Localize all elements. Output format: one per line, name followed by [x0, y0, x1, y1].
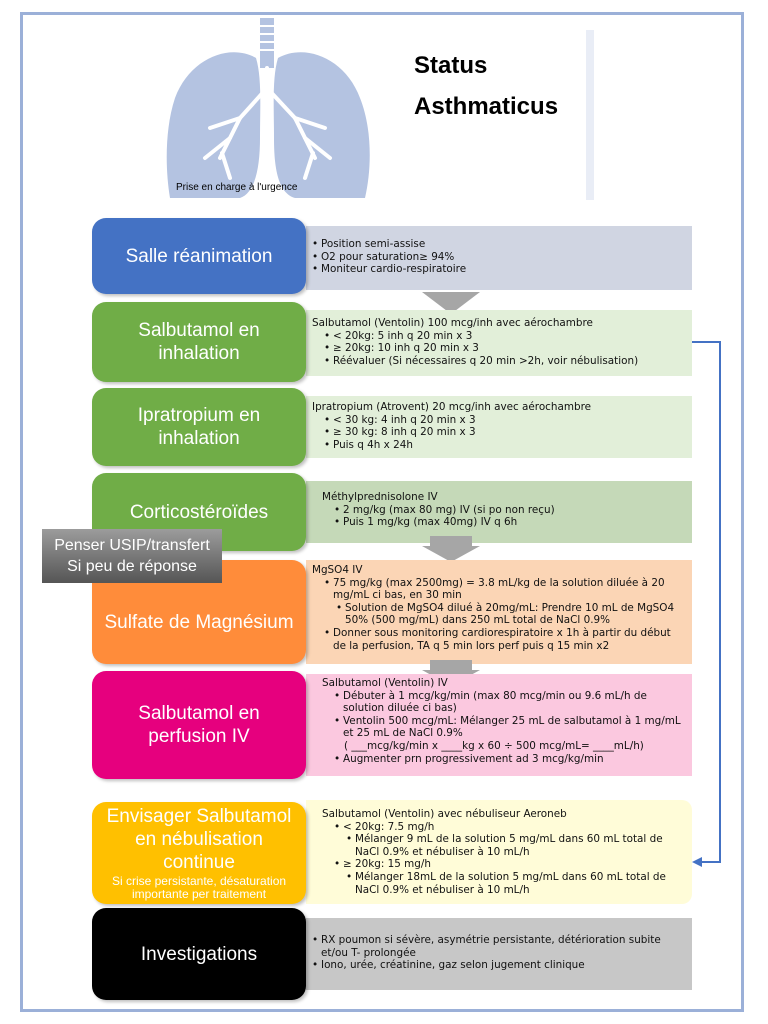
panel-3-line-2: ≥ 30 kg: 8 inh q 20 min x 3 — [324, 426, 686, 439]
panel-2-head: Salbutamol (Ventolin) 100 mcg/inh avec a… — [312, 317, 593, 329]
panel-4: Méthylprednisolone IV 2 mg/kg (max 80 mg… — [306, 481, 692, 543]
panel-2-line-3: Réévaluer (Si nécessaires q 20 min >2h, … — [324, 355, 686, 368]
panel-6-line-3: ( ___mcg/kg/min x ____kg x 60 ÷ 500 mcg/… — [344, 739, 644, 752]
header-divider — [586, 30, 594, 200]
panel-8-line-1: RX poumon si sévère, asymétrie persistan… — [312, 934, 686, 959]
panel-7-line-1: < 20kg: 7.5 mg/h — [334, 821, 686, 834]
page-frame — [20, 12, 744, 1012]
panel-2-line-1: < 20kg: 5 inh q 20 min x 3 — [324, 330, 686, 343]
title-line-1: Status — [414, 52, 488, 79]
side-note-line-2: Si peu de réponse — [67, 558, 197, 575]
panel-3: Ipratropium (Atrovent) 20 mcg/inh avec a… — [306, 396, 692, 458]
panel-5-line-2: Solution de MgSO4 dilué à 20mg/mL: Prend… — [336, 602, 686, 627]
step-2-label: Salbutamol en inhalation — [138, 320, 260, 364]
step-investigations: Investigations — [92, 908, 306, 1000]
panel-4-line-2: Puis 1 mg/kg (max 40mg) IV q 6h — [334, 516, 686, 529]
panel-7: Salbutamol (Ventolin) avec nébuliseur Ae… — [306, 800, 692, 904]
panel-1-line-3: Moniteur cardio-respiratoire — [312, 263, 686, 276]
panel-7-head: Salbutamol (Ventolin) avec nébuliseur Ae… — [322, 808, 567, 820]
panel-8: RX poumon si sévère, asymétrie persistan… — [306, 918, 692, 990]
panel-8-line-2: Iono, urée, créatinine, gaz selon jugeme… — [312, 959, 686, 972]
lungs-icon — [160, 18, 400, 208]
panel-1: Position semi-assise O2 pour saturation≥… — [306, 226, 692, 290]
panel-2: Salbutamol (Ventolin) 100 mcg/inh avec a… — [306, 310, 692, 376]
panel-1-line-1: Position semi-assise — [312, 238, 686, 251]
panel-6: Salbutamol (Ventolin) IV Débuter à 1 mcg… — [306, 674, 692, 776]
panel-4-line-1: 2 mg/kg (max 80 mg) IV (si po non reçu) — [334, 504, 686, 517]
panel-3-line-3: Puis q 4h x 24h — [324, 439, 686, 452]
step-ipratropium-inhalation: Ipratropium en inhalation — [92, 388, 306, 466]
panel-6-head: Salbutamol (Ventolin) IV — [322, 677, 448, 689]
step-salbutamol-perfusion: Salbutamol en perfusion IV — [92, 671, 306, 779]
panel-5-line-3: Donner sous monitoring cardiorespiratoir… — [324, 627, 686, 652]
step-7-sublabel: Si crise persistante, désaturation impor… — [111, 874, 287, 901]
panel-5: MgSO4 IV 75 mg/kg (max 2500mg) = 3.8 mL/… — [306, 560, 692, 664]
panel-4-head: Méthylprednisolone IV — [322, 491, 438, 503]
step-3-label: Ipratropium en inhalation — [137, 405, 261, 449]
down-arrow-3 — [422, 660, 480, 686]
step-8-label: Investigations — [140, 943, 258, 965]
panel-7-line-4: Mélanger 18mL de la solution 5 mg/mL dan… — [346, 871, 686, 896]
panel-5-line-1: 75 mg/kg (max 2500mg) = 3.8 mL/kg de la … — [324, 577, 686, 602]
side-note-line-1: Penser USIP/transfert — [54, 537, 210, 554]
panel-5-head: MgSO4 IV — [312, 564, 363, 576]
step-1-label: Salle réanimation — [125, 245, 273, 267]
panel-7-line-2: Mélanger 9 mL de la solution 5 mg/mL dan… — [346, 833, 686, 858]
panel-1-line-2: O2 pour saturation≥ 94% — [312, 251, 686, 264]
step-5-label: Sulfate de Magnésium — [104, 611, 294, 633]
step-salle-reanimation: Salle réanimation — [92, 218, 306, 294]
title-line-2: Asthmaticus — [414, 93, 559, 120]
step-4-label: Corticostéroïdes — [129, 501, 269, 523]
panel-2-line-2: ≥ 20kg: 10 inh q 20 min x 3 — [324, 342, 686, 355]
panel-6-line-4: Augmenter prn progressivement ad 3 mcg/k… — [334, 753, 686, 766]
side-note-usip: Penser USIP/transfert Si peu de réponse — [42, 529, 222, 583]
panel-6-line-1: Débuter à 1 mcg/kg/min (max 80 mcg/min o… — [334, 690, 686, 715]
step-salbutamol-nebulisation: Envisager Salbutamol en nébulisation con… — [92, 802, 306, 904]
panel-3-head: Ipratropium (Atrovent) 20 mcg/inh avec a… — [312, 401, 591, 413]
panel-6-line-2: Ventolin 500 mcg/mL: Mélanger 25 mL de s… — [334, 715, 686, 740]
step-salbutamol-inhalation: Salbutamol en inhalation — [92, 302, 306, 382]
step-7-label: Envisager Salbutamol en nébulisation con… — [106, 806, 292, 873]
caption: Prise en charge à l'urgence — [176, 182, 298, 193]
step-6-label: Salbutamol en perfusion IV — [138, 703, 260, 747]
panel-7-line-3: ≥ 20kg: 15 mg/h — [334, 858, 686, 871]
down-arrow-2 — [422, 536, 480, 562]
down-arrow-1 — [422, 292, 480, 314]
panel-3-line-1: < 30 kg: 4 inh q 20 min x 3 — [324, 414, 686, 427]
loop-arrow — [690, 341, 721, 867]
